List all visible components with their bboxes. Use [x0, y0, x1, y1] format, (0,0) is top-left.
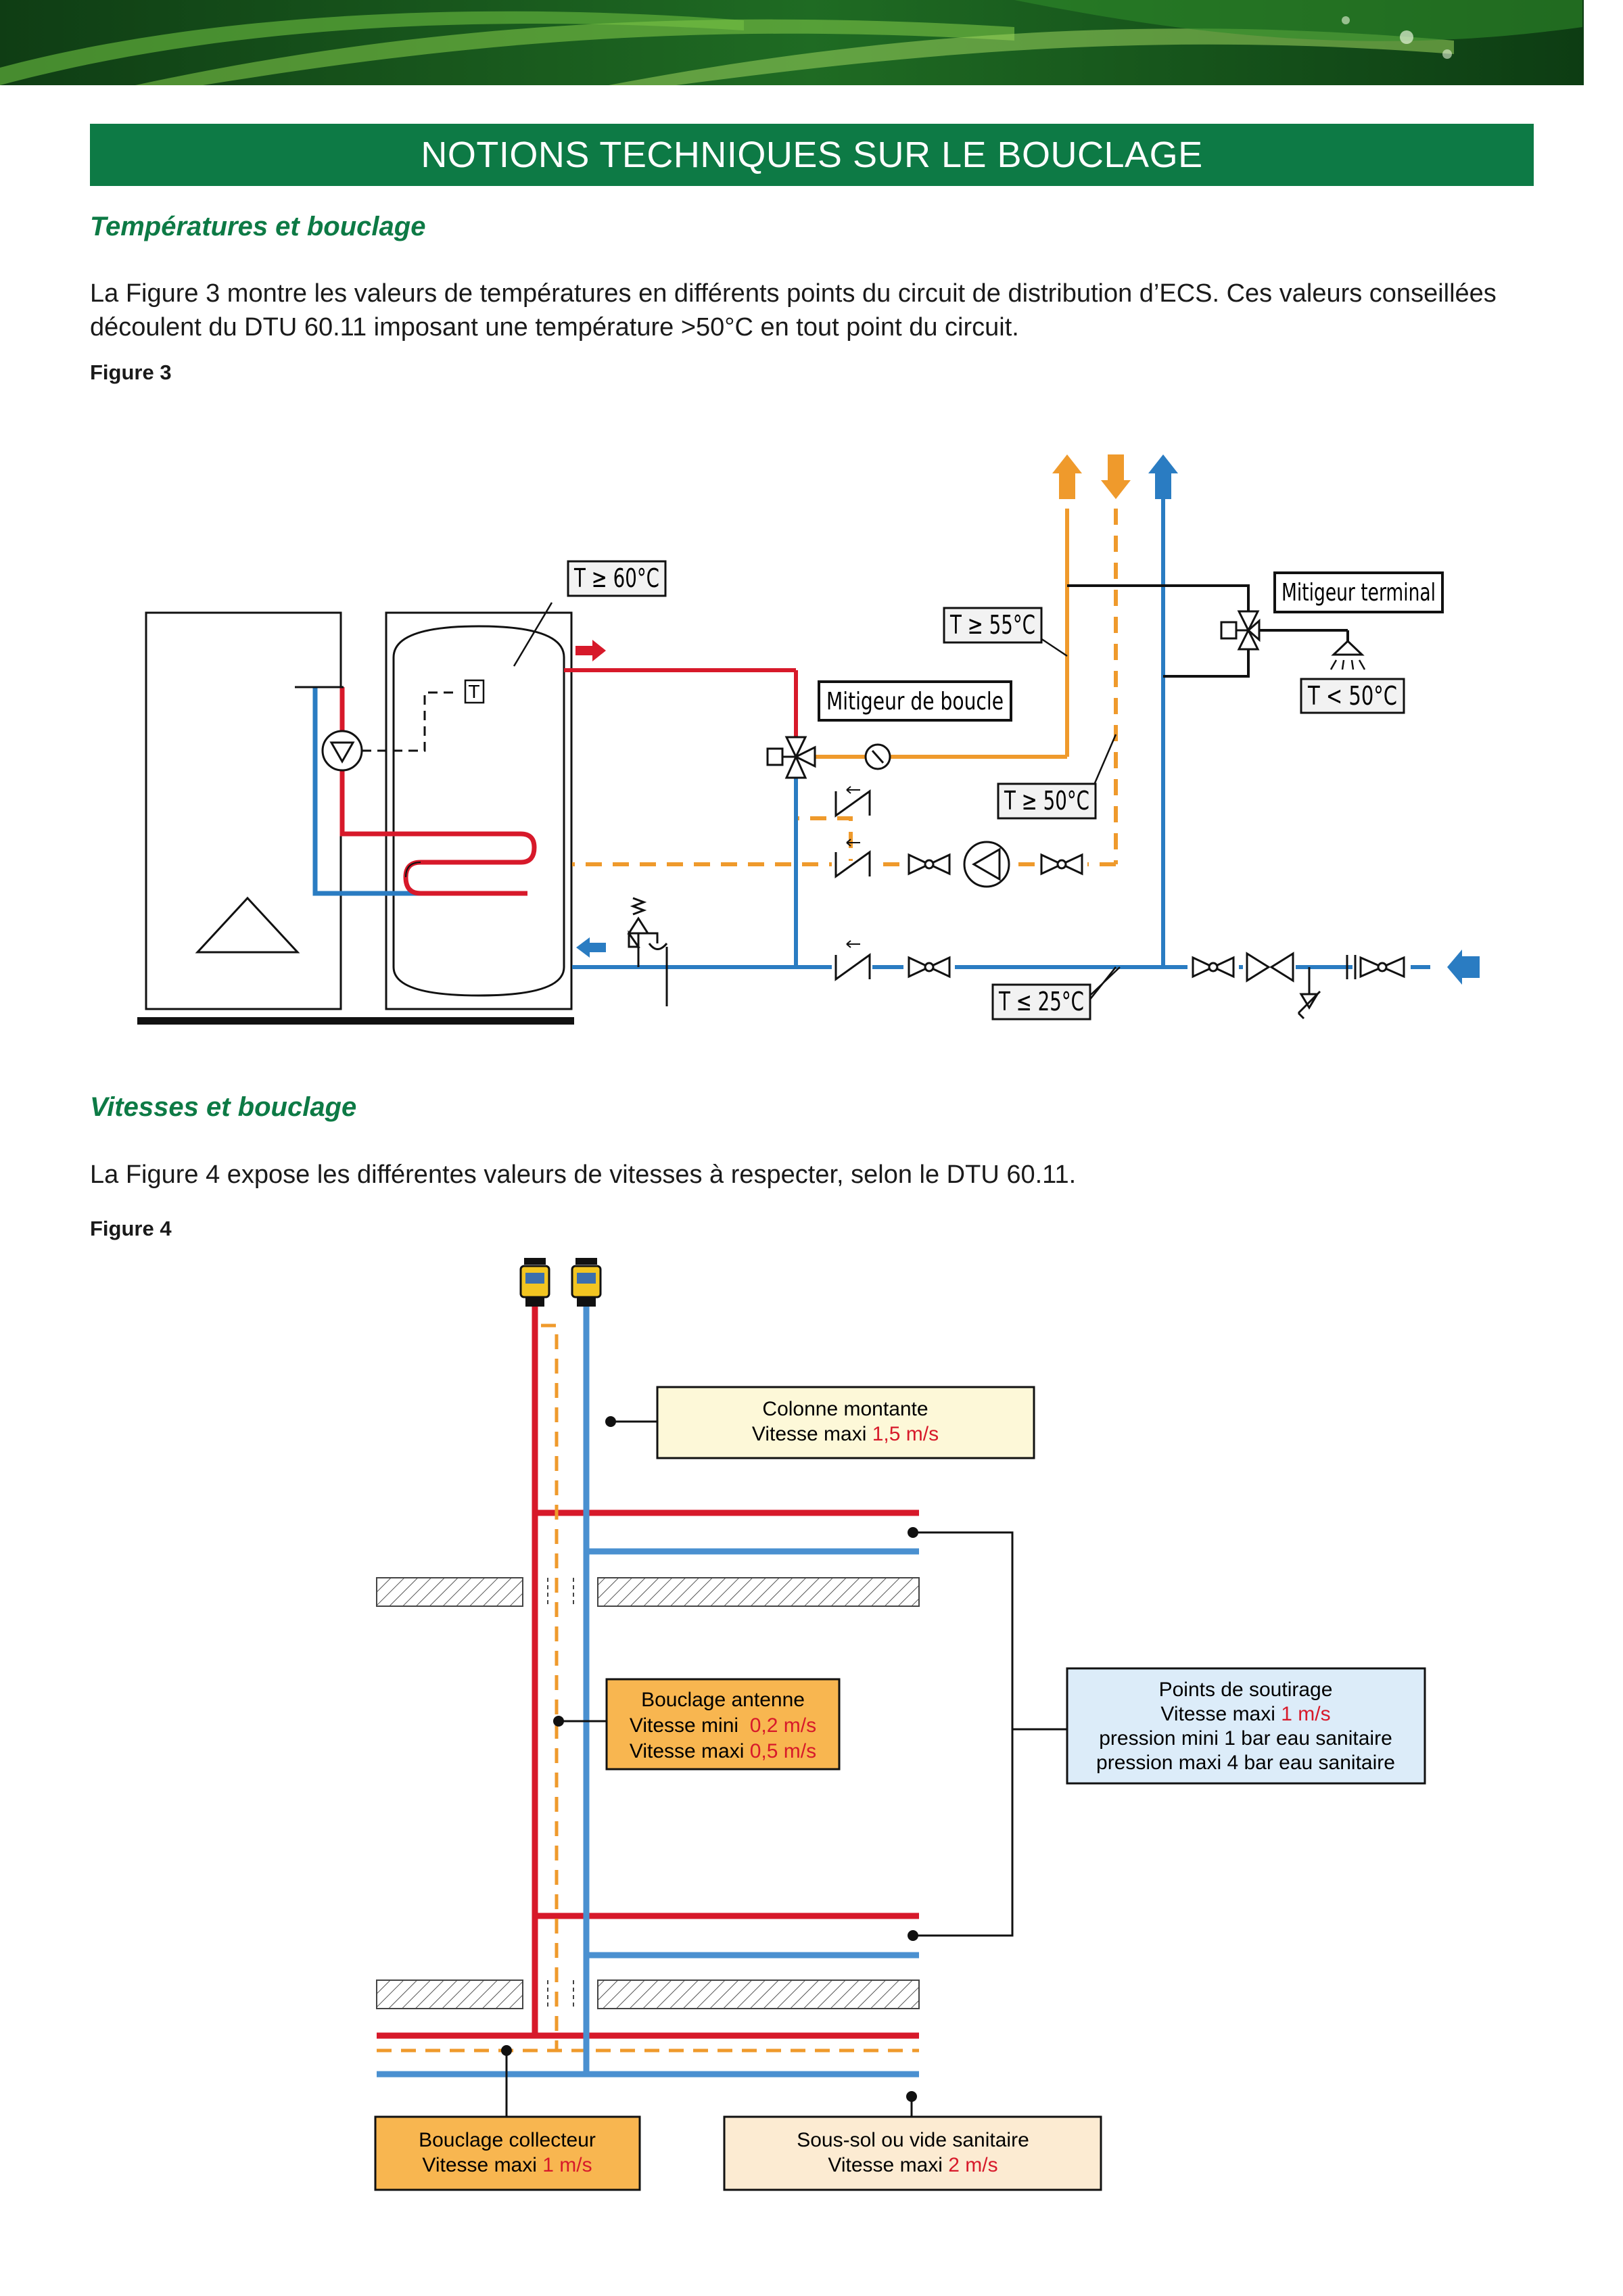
check-valve-loop-1-icon — [832, 786, 872, 818]
soutirage-line4: pression maxi 4 bar eau sanitaire — [1096, 1752, 1395, 1774]
loop-valve-2-icon — [1036, 853, 1087, 876]
paragraph-line-1: La Figure 3 montre les valeurs de tempér… — [90, 279, 1497, 308]
floor-base — [137, 1017, 574, 1025]
soussol-line1: Sous-sol ou vide sanitaire — [797, 2129, 1029, 2151]
figure-3-label: Figure 3 — [90, 360, 172, 384]
floor-slab-upper-right — [597, 1577, 920, 1607]
antenne-line2: Vitesse mini 0,2 m/s — [630, 1714, 816, 1737]
label-t-tank: T ≥ 60°C — [573, 563, 659, 593]
label-box-mitigeur-terminal — [1273, 571, 1444, 613]
thermostat-box — [464, 679, 485, 704]
loop-pump-icon — [963, 841, 1010, 888]
collecteur-line2: Vitesse maxi 1 m/s — [422, 2154, 592, 2176]
cold-tap-fitting-icon — [571, 1258, 602, 1307]
soutirage-line3: pression mini 1 bar eau sanitaire — [1099, 1727, 1392, 1750]
page-title: NOTIONS TECHNIQUES SUR LE BOUCLAGE — [421, 135, 1203, 175]
figure-4-label: Figure 4 — [90, 1217, 172, 1240]
tank-vessel — [392, 625, 565, 997]
loop-valve-1-icon — [903, 853, 955, 876]
loop-mixer-valve-icon — [766, 736, 816, 779]
floor-slab-upper-left — [376, 1577, 523, 1607]
section-heading-temperatures: Températures et bouclage — [90, 212, 426, 241]
cold-valve-3-icon — [1352, 955, 1411, 979]
soutirage-line1: Points de soutirage — [1159, 1679, 1333, 1701]
label-t-50: T ≥ 50°C — [1004, 786, 1089, 816]
label-box-t-25 — [991, 983, 1091, 1021]
antenne-line3: Vitesse maxi 0,5 m/s — [630, 1740, 816, 1762]
box-bouclage-antenne — [605, 1678, 841, 1771]
soussol-line2: Vitesse maxi 2 m/s — [828, 2154, 997, 2176]
page-title-bar: NOTIONS TECHNIQUES SUR LE BOUCLAGE — [90, 124, 1534, 186]
safety-valve-icon — [627, 897, 668, 1006]
cold-inlet-arrow-icon — [1447, 950, 1480, 985]
floor-slab-lower-right — [597, 1979, 920, 2009]
label-t-25: T ≤ 25°C — [998, 987, 1084, 1016]
label-box-mitigeur-boucle — [818, 680, 1012, 722]
backflow-preventer-icon — [1243, 952, 1296, 983]
check-valve-loop-2-icon — [832, 839, 872, 878]
cold-valve-1-icon — [903, 956, 955, 979]
section-heading-vitesses: Vitesses et bouclage — [90, 1092, 357, 1122]
box-points-soutirage — [1066, 1667, 1426, 1785]
floor-slab-lower-left — [376, 1979, 523, 2009]
label-box-t-tank — [567, 560, 667, 597]
box-colonne-montante — [656, 1386, 1035, 1459]
label-mitigeur-boucle: Mitigeur de boucle — [826, 688, 1004, 716]
hot-tap-fitting-icon — [519, 1258, 550, 1307]
collecteur-line1: Bouclage collecteur — [419, 2129, 596, 2151]
box-sous-sol — [723, 2115, 1102, 2191]
box-bouclage-collecteur — [374, 2115, 641, 2191]
section-paragraph-temperatures: La Figure 3 montre les valeurs de tempér… — [90, 277, 1534, 344]
paragraph-line-2: découlent du DTU 60.11 imposant une temp… — [90, 313, 1019, 342]
drain-filter-icon — [1297, 967, 1321, 1020]
burner-triangle-icon — [195, 896, 300, 954]
label-t-lt50: T < 50°C — [1307, 681, 1397, 711]
check-valve-cold-icon — [832, 940, 872, 981]
section-paragraph-vitesses: La Figure 4 expose les différentes valeu… — [90, 1161, 1077, 1189]
cold-out-arrow-icon — [1148, 454, 1178, 499]
thermometer-icon — [864, 743, 891, 770]
colonne-line2: Vitesse maxi 1,5 m/s — [752, 1423, 939, 1445]
thermostat-label: T — [468, 682, 479, 703]
loop-return-arrow-icon — [1101, 454, 1131, 499]
label-box-t-50 — [997, 782, 1097, 820]
header-banner-image — [0, 0, 1623, 85]
soutirage-line2: Vitesse maxi 1 m/s — [1160, 1703, 1330, 1725]
label-box-t-lt50 — [1300, 678, 1405, 714]
label-mitigeur-terminal: Mitigeur terminal — [1281, 579, 1436, 607]
tank-housing — [385, 611, 573, 1010]
hot-out-arrow-icon — [1052, 454, 1082, 499]
cold-valve-2-icon — [1187, 956, 1239, 979]
colonne-line1: Colonne montante — [762, 1398, 928, 1420]
hot-flow-arrow-icon — [575, 640, 606, 661]
antenne-line1: Bouclage antenne — [641, 1689, 805, 1711]
label-t-55: T ≥ 55°C — [949, 610, 1035, 640]
shower-head-icon — [1330, 639, 1366, 670]
label-box-t-55 — [943, 607, 1043, 644]
terminal-mixer-valve-icon — [1220, 610, 1261, 651]
cold-return-arrow-icon — [576, 937, 606, 958]
